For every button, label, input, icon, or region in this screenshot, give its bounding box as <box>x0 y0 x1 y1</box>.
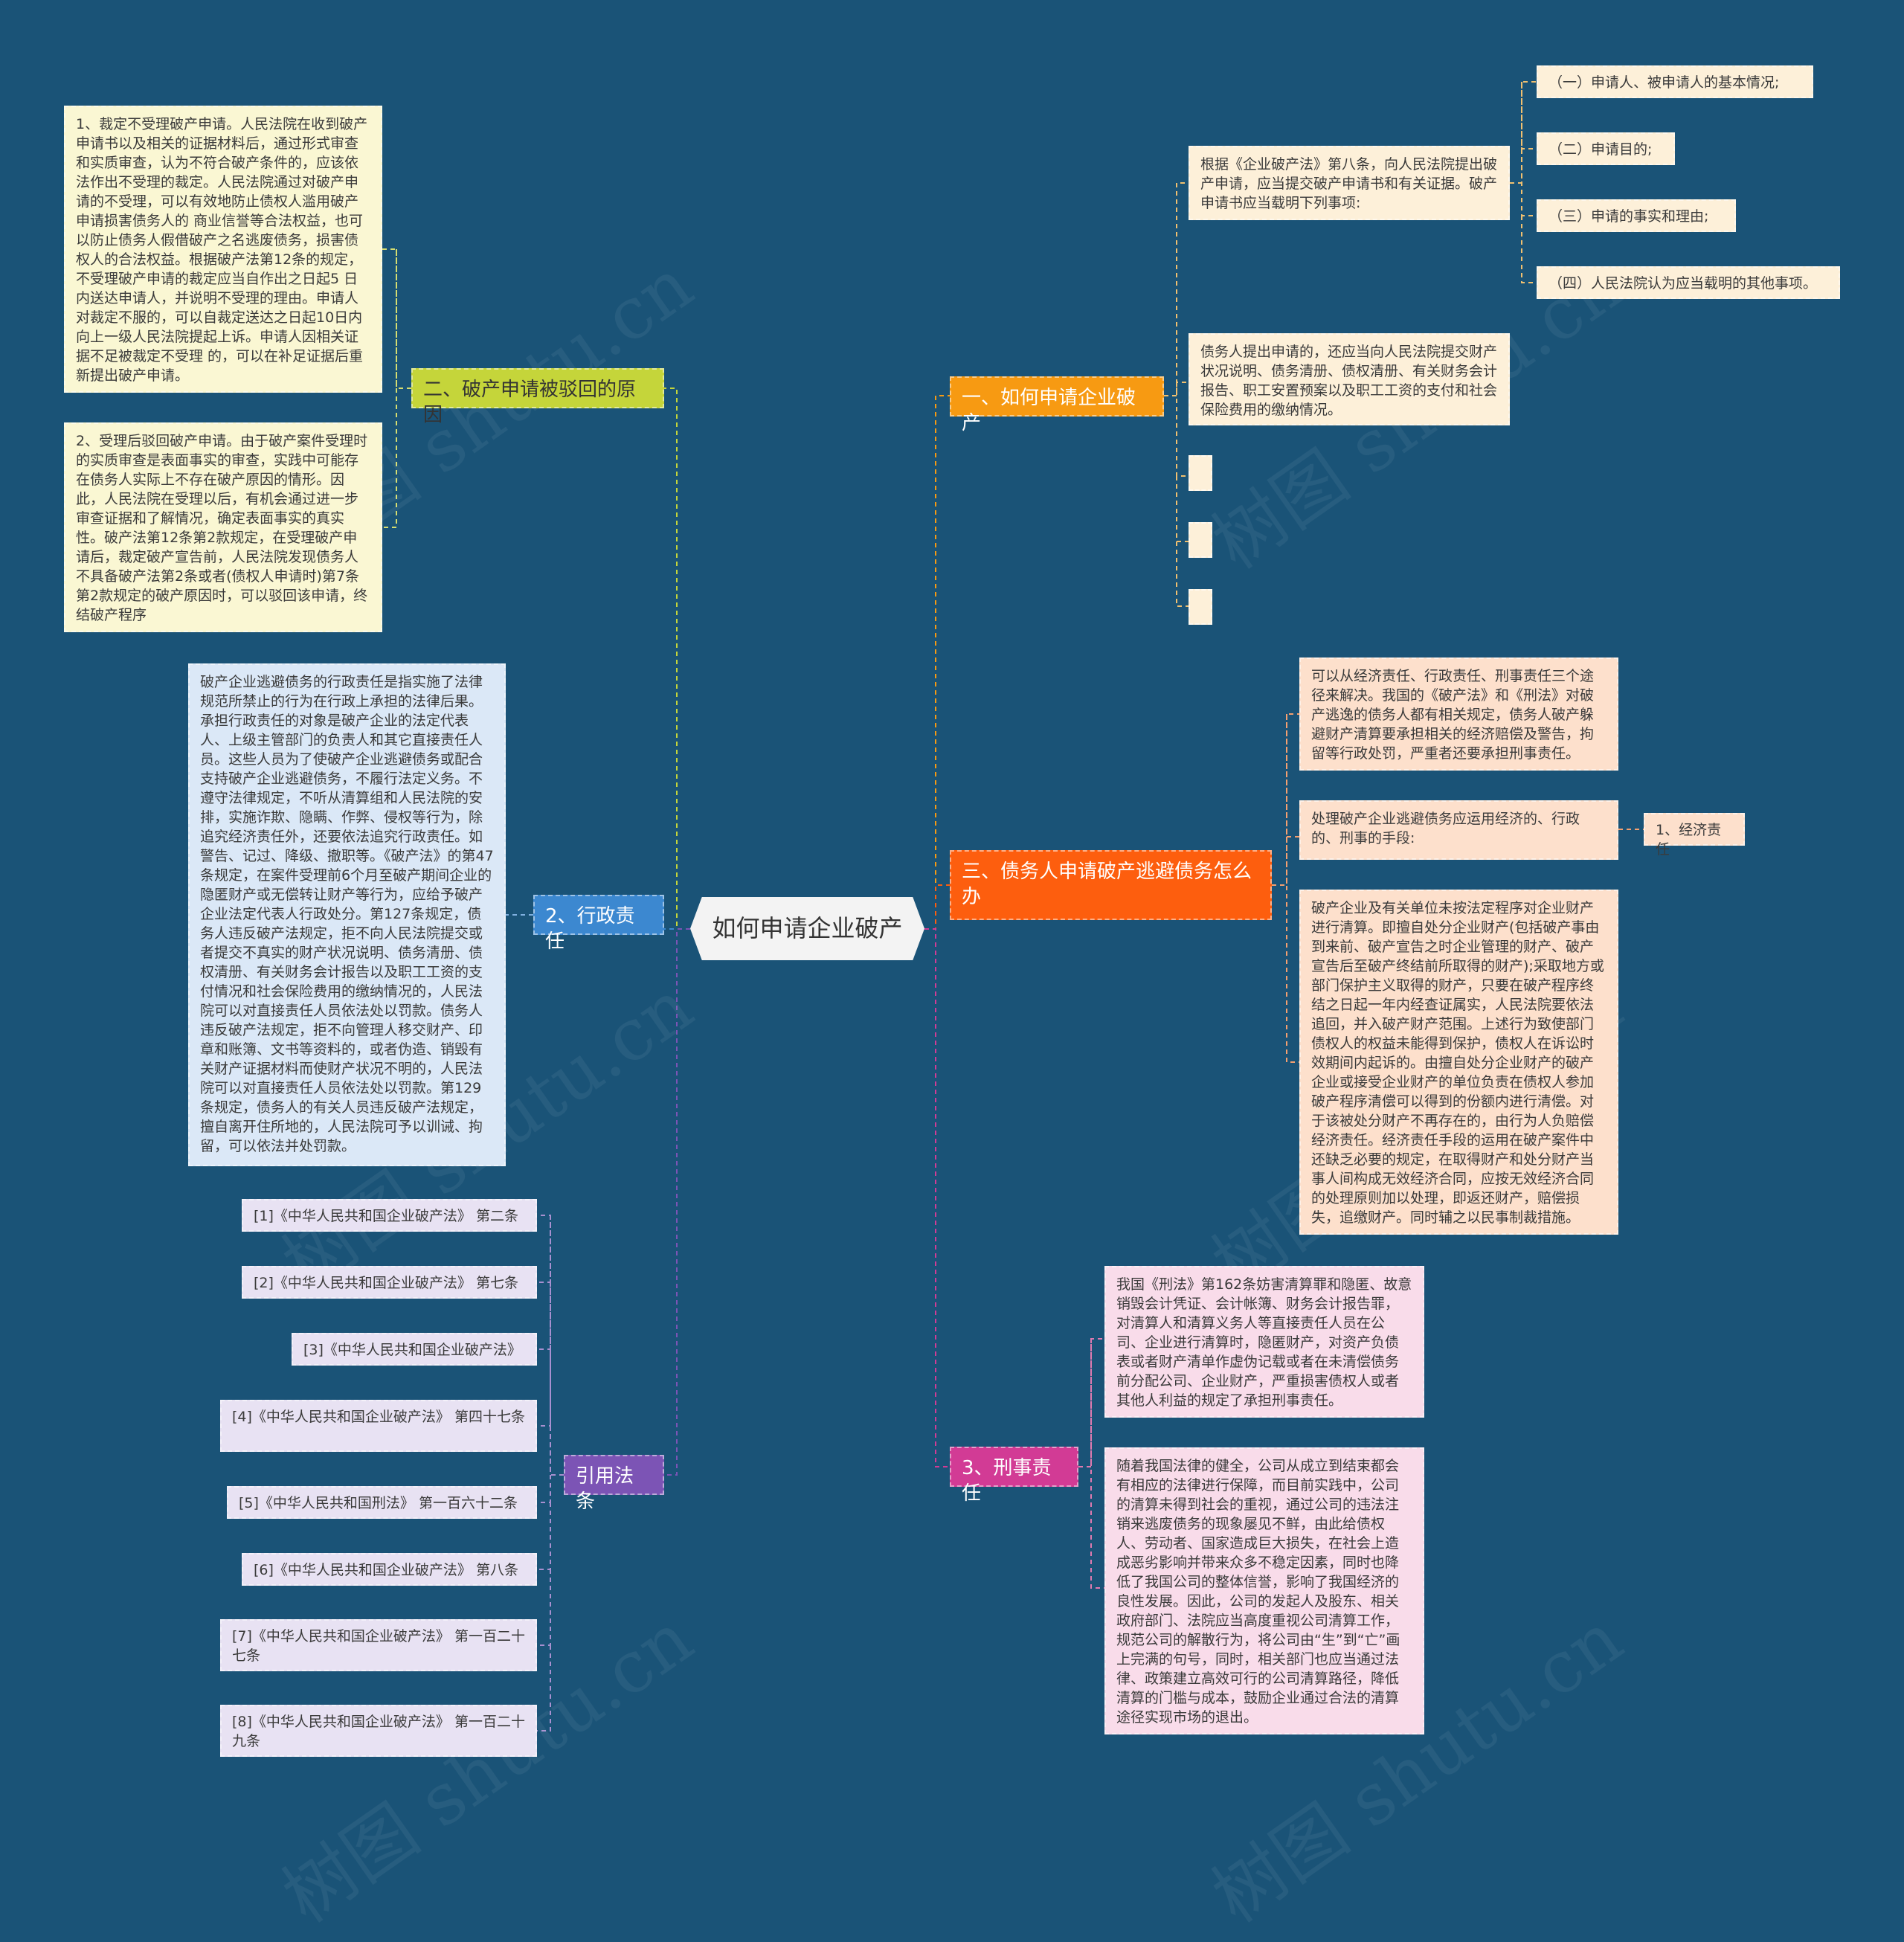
b1-sub-facts[interactable]: （三）申请的事实和理由; <box>1537 199 1736 232</box>
ref-item[interactable]: [1]《中华人民共和国企业破产法》 第二条 <box>242 1199 537 1232</box>
b5-item-criminal-law[interactable]: 我国《刑法》第162条妨害清算罪和隐匿、故意销毁会计凭证、会计帐簿、财务会计报告… <box>1104 1266 1424 1418</box>
ref-item[interactable]: [5]《中华人民共和国刑法》 第一百六十二条 <box>227 1486 537 1519</box>
b4-item-admin-detail[interactable]: 破产企业逃避债务的行政责任是指实施了法律规范所禁止的行为在行政上承担的法律后果。… <box>188 663 506 1166</box>
ref-item[interactable]: [3]《中华人民共和国企业破产法》 <box>292 1333 537 1366</box>
b1-empty-node[interactable] <box>1189 455 1212 491</box>
ref-item[interactable]: [4]《中华人民共和国企业破产法》 第四十七条 <box>220 1400 537 1452</box>
ref-item[interactable]: [8]《中华人民共和国企业破产法》 第一百二十九条 <box>220 1705 537 1757</box>
link-b1-items <box>1164 182 1189 607</box>
link-b1-subs <box>1510 81 1537 283</box>
ref-item[interactable]: [2]《中华人民共和国企业破产法》 第七条 <box>242 1266 537 1299</box>
link-root-b6 <box>664 928 690 1476</box>
b3-sub-economic[interactable]: 1、经济责任 <box>1644 813 1745 858</box>
link-root-b3 <box>924 884 950 930</box>
link-b6-refs <box>537 1215 564 1732</box>
b3-item-means[interactable]: 处理破产企业逃避债务应运用经济的、行政的、刑事的手段: <box>1299 800 1618 860</box>
link-root-b1 <box>924 395 950 930</box>
connector-lines <box>382 81 1644 1732</box>
branch-criminal-liability[interactable]: 3、刑事责任 <box>950 1447 1078 1505</box>
branch-administrative-liability[interactable]: 2、行政责任 <box>533 895 664 953</box>
link-root-b5 <box>924 928 950 1467</box>
branch-how-to-apply[interactable]: 一、如何申请企业破产 <box>950 376 1164 434</box>
root-topic[interactable]: 如何申请企业破产 <box>690 897 924 960</box>
b2-item-reject-after-accept[interactable]: 2、受理后驳回破产申请。由于破产案件受理时的实质审查是表面事实的审查，实践中可能… <box>64 422 382 632</box>
branch-cited-laws[interactable]: 引用法条 <box>564 1455 664 1513</box>
b2-item-not-accept[interactable]: 1、裁定不受理破产申请。人民法院在收到破产申请书以及相关的证据材料后，通过形式审… <box>64 106 382 393</box>
b3-item-three-ways[interactable]: 可以从经济责任、行政责任、刑事责任三个途径来解决。我国的《破产法》和《刑法》对破… <box>1299 657 1618 771</box>
b3-item-economic-detail[interactable]: 破产企业及有关单位未按法定程序对企业财产进行清算。即擅自处分企业财产(包括破产事… <box>1299 890 1618 1235</box>
branch-rejection-reasons[interactable]: 二、破产申请被驳回的原因 <box>411 368 664 426</box>
b1-sub-basic-info[interactable]: （一）申请人、被申请人的基本情况; <box>1537 65 1813 98</box>
ref-item[interactable]: [7]《中华人民共和国企业破产法》 第一百二十七条 <box>220 1619 537 1671</box>
b1-item-application-contents[interactable]: 根据《企业破产法》第八条，向人民法院提出破产申请，应当提交破产申请书和有关证据。… <box>1189 146 1510 220</box>
b1-item-debtor-materials[interactable]: 债务人提出申请的，还应当向人民法院提交财产状况说明、债务清册、债权清册、有关财务… <box>1189 333 1510 425</box>
ref-item[interactable]: [6]《中华人民共和国企业破产法》 第八条 <box>242 1553 537 1586</box>
b1-empty-node[interactable] <box>1189 522 1212 558</box>
b1-sub-purpose[interactable]: （二）申请目的; <box>1537 132 1675 165</box>
branch-debtor-evasion[interactable]: 三、债务人申请破产逃避债务怎么办 <box>950 850 1272 920</box>
link-root-b2 <box>664 388 690 930</box>
link-b5-items <box>1078 1338 1104 1589</box>
link-b2-items <box>382 248 411 528</box>
link-b3-items <box>1272 713 1299 1063</box>
b1-empty-node[interactable] <box>1189 589 1212 625</box>
b1-sub-other[interactable]: （四）人民法院认为应当载明的其他事项。 <box>1537 266 1840 299</box>
b5-item-liquidation[interactable]: 随着我国法律的健全，公司从成立到结束都会有相应的法律进行保障，而目前实践中，公司… <box>1104 1447 1424 1734</box>
